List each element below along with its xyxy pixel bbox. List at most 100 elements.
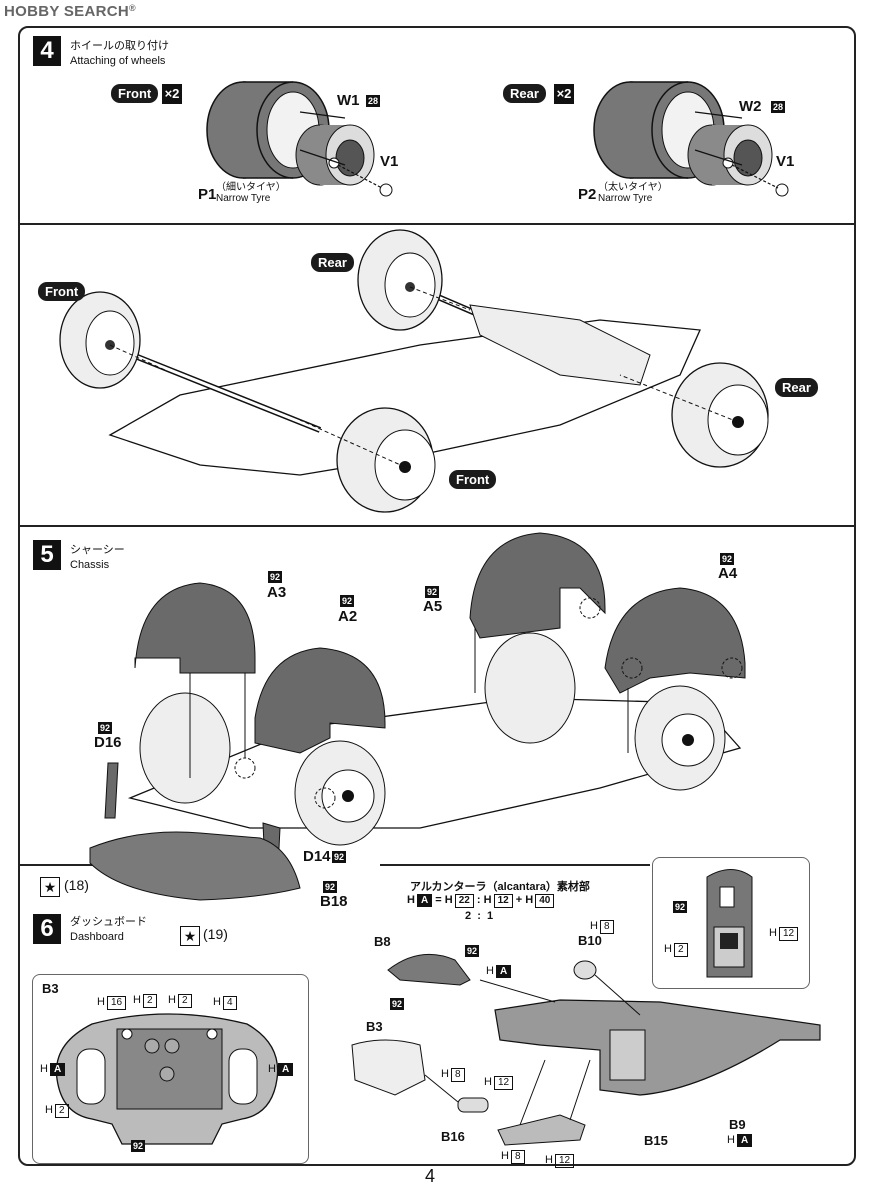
step6-title-jp: ダッシュボード bbox=[70, 916, 147, 928]
mount-label-front-left: Front bbox=[38, 282, 86, 301]
part-b15-label: B15 bbox=[644, 1133, 668, 1148]
rear-tyre-desc: （太いタイヤ） Narrow Tyre bbox=[598, 182, 668, 204]
steering-color-badge: 92 bbox=[131, 1140, 146, 1152]
front-tyre-illustration bbox=[206, 81, 330, 179]
a3-color-badge: 92 bbox=[268, 571, 283, 583]
part-a4-label: A4 bbox=[718, 565, 738, 582]
part-b10-label: B10 bbox=[578, 933, 602, 948]
rear-tyre-desc-jp: （太いタイヤ） bbox=[598, 182, 668, 193]
part-b3-shape bbox=[351, 1039, 426, 1096]
part-b9-shape bbox=[494, 999, 821, 1096]
part-b10-shape bbox=[573, 960, 597, 980]
divider-step5 bbox=[18, 525, 854, 527]
page-number: 4 bbox=[425, 1166, 436, 1186]
part-a2-shape bbox=[254, 647, 386, 754]
front-label: Front bbox=[111, 84, 159, 103]
mount-label-front-right: Front bbox=[449, 470, 497, 489]
b8-color-badge-bottom: 92 bbox=[390, 998, 405, 1010]
front-multiplier: ×2 bbox=[162, 84, 182, 104]
part-b15-shape bbox=[497, 1114, 586, 1146]
part-a2-label: A2 bbox=[338, 608, 358, 625]
front-wheel-color-badge: 28 bbox=[366, 95, 381, 107]
front-tyre-desc-jp: （細いタイヤ） bbox=[216, 182, 286, 193]
dashboard-detail-drawing bbox=[706, 869, 753, 978]
step5-title-jp: シャーシー bbox=[70, 544, 125, 556]
decal-ref-19: (19) bbox=[203, 926, 228, 942]
decal-star-icon-step6: ★ bbox=[180, 926, 200, 946]
step4-title-en: Attaching of wheels bbox=[70, 55, 166, 67]
a5-color-badge: 92 bbox=[425, 586, 440, 598]
mount-label-rear-right: Rear bbox=[775, 378, 818, 397]
hobby-search-logo: HOBBY SEARCH® bbox=[4, 3, 136, 20]
part-a3-label: A3 bbox=[267, 584, 287, 601]
front-cap-label: V1 bbox=[380, 153, 399, 170]
part-b18-shape bbox=[89, 831, 301, 901]
mount-label-rear-top: Rear bbox=[311, 253, 354, 272]
a4-color-badge: 92 bbox=[720, 553, 735, 565]
rear-tyre-desc-en: Narrow Tyre bbox=[598, 193, 653, 204]
alcantara-title: アルカンターラ（alcantara）素材部 bbox=[410, 881, 590, 893]
part-a5-shape bbox=[469, 532, 606, 639]
part-a4-shape bbox=[604, 587, 746, 694]
rear-wheel-part-label: W2 bbox=[739, 98, 762, 115]
part-d16-label: D16 bbox=[94, 734, 122, 751]
rear-cap-v1 bbox=[775, 183, 789, 197]
decal-ref-18: (18) bbox=[64, 877, 89, 893]
part-b9-label: B9 bbox=[729, 1117, 746, 1132]
front-tyre-desc-en: Narrow Tyre bbox=[216, 193, 271, 204]
rear-wheel-illustration bbox=[687, 124, 773, 186]
dashboard-assembly-drawing bbox=[351, 953, 821, 1146]
step5-title-en: Chassis bbox=[70, 559, 110, 571]
alcantara-ratio: 2 : 1 bbox=[465, 910, 494, 922]
logo-text: HOBBY SEARCH bbox=[4, 3, 130, 20]
d14-color-badge: 92 bbox=[332, 851, 347, 863]
part-b8-label: B8 bbox=[374, 934, 391, 949]
step-number-4: 4 bbox=[33, 36, 61, 66]
front-tyre-desc: （細いタイヤ） Narrow Tyre bbox=[216, 182, 286, 204]
chassis-wheel-mount-drawing bbox=[59, 229, 769, 513]
step-number-6: 6 bbox=[33, 914, 61, 944]
step4-title-jp: ホイールの取り付け bbox=[70, 40, 169, 52]
rear-cap-label: V1 bbox=[776, 153, 795, 170]
steering-inset-title: B3 bbox=[42, 981, 59, 996]
b8-color-badge-top: 92 bbox=[465, 945, 480, 957]
part-b18-label: B18 bbox=[320, 893, 348, 910]
part-b8-shape bbox=[387, 953, 471, 986]
part-a3-shape bbox=[134, 582, 256, 674]
instruction-frame bbox=[18, 26, 856, 1166]
rear-wheel-color-badge: 28 bbox=[771, 101, 786, 113]
a2-color-badge: 92 bbox=[340, 595, 355, 607]
front-wheel-part-label: W1 bbox=[337, 92, 360, 109]
rear-label: Rear bbox=[503, 84, 546, 103]
part-b16-label: B16 bbox=[441, 1129, 465, 1144]
chassis-drawing bbox=[89, 532, 746, 901]
divider-step4-mount bbox=[18, 223, 854, 225]
step-number-5: 5 bbox=[33, 540, 61, 570]
part-a5-label: A5 bbox=[423, 598, 443, 615]
part-b16-shape bbox=[457, 1097, 489, 1113]
wheel-assembly-drawing bbox=[206, 81, 789, 197]
rear-multiplier: ×2 bbox=[554, 84, 574, 104]
d16-color-badge: 92 bbox=[98, 722, 113, 734]
dash-inset-color-badge: 92 bbox=[673, 901, 688, 913]
front-tyre-part-label: P1 bbox=[198, 186, 217, 203]
part-d16-shape bbox=[104, 762, 119, 819]
b18-color-badge: 92 bbox=[323, 881, 338, 893]
step6-title-en: Dashboard bbox=[70, 931, 124, 943]
